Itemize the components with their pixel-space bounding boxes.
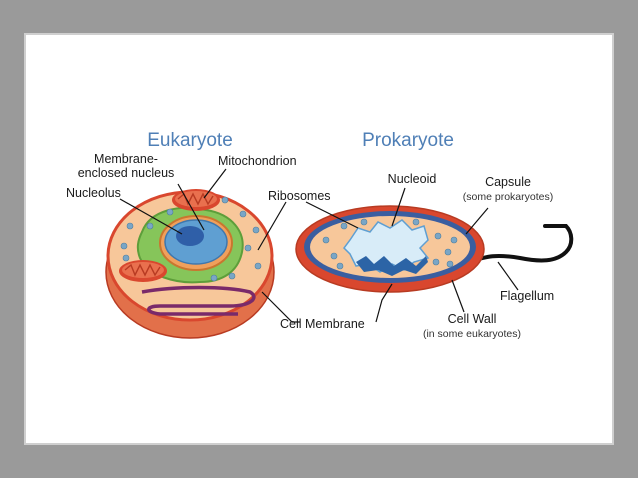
label-membrane-line2: enclosed nucleus bbox=[78, 166, 175, 180]
leader-lines bbox=[119, 168, 519, 323]
eukaryote-cell bbox=[105, 189, 275, 339]
leader-nucleoid bbox=[391, 187, 406, 227]
leader-flagellum bbox=[497, 261, 519, 291]
label-cell-membrane: Cell Membrane bbox=[280, 317, 365, 331]
leader-mitochondrion bbox=[203, 168, 227, 199]
nucleolus bbox=[176, 226, 204, 246]
mitochondrion-left bbox=[119, 260, 167, 282]
leader-cell-membrane-pro bbox=[375, 283, 393, 323]
label-cell-wall: Cell Wall bbox=[448, 312, 497, 326]
leader-cell-wall bbox=[451, 279, 465, 313]
label-nucleoid: Nucleoid bbox=[388, 172, 437, 186]
prokaryote-cell bbox=[295, 205, 574, 293]
eukaryote-ribosomes bbox=[120, 196, 262, 282]
label-capsule-note: (some prokaryotes) bbox=[463, 191, 553, 203]
label-cell-wall-note: (in some eukaryotes) bbox=[423, 328, 521, 340]
leader-membrane-nucleus bbox=[177, 183, 205, 231]
label-nucleolus: Nucleolus bbox=[66, 186, 121, 200]
leader-ribosomes-pro bbox=[305, 201, 359, 229]
label-mitochondrion: Mitochondrion bbox=[218, 154, 297, 168]
leader-capsule bbox=[465, 207, 489, 235]
leader-ribosomes-euk bbox=[257, 201, 287, 251]
prokaryote-title: Prokaryote bbox=[362, 130, 454, 151]
label-ribosomes: Ribosomes bbox=[268, 189, 331, 203]
flagellum bbox=[466, 224, 574, 264]
leader-nucleolus bbox=[119, 198, 183, 235]
label-membrane-line1: Membrane- bbox=[94, 152, 158, 166]
mitochondrion-top bbox=[172, 189, 220, 211]
eukaryote-title: Eukaryote bbox=[147, 130, 233, 151]
leader-cell-membrane-euk bbox=[261, 291, 300, 323]
nucleoid-dna bbox=[356, 256, 428, 276]
prokaryote-ribosomes bbox=[322, 218, 458, 270]
label-flagellum: Flagellum bbox=[500, 289, 554, 303]
golgi-apparatus bbox=[141, 285, 256, 316]
label-capsule: Capsule bbox=[485, 175, 531, 189]
